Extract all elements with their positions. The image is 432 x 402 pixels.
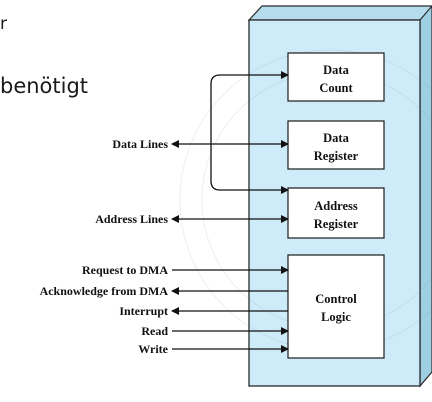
register-data-register: Data Register — [287, 120, 385, 170]
register-address-register: Address Register — [287, 187, 385, 239]
register-address-register-line2: Register — [314, 217, 359, 231]
register-data-register-line2: Register — [314, 149, 359, 163]
label-write: Write — [138, 342, 168, 356]
label-read: Read — [141, 324, 168, 338]
register-control-logic-line2: Logic — [321, 310, 351, 324]
module-top-face — [247, 5, 432, 21]
register-control-logic: Control Logic — [287, 254, 385, 359]
internal-bus-loop — [210, 71, 289, 194]
label-data-lines: Data Lines — [112, 137, 168, 151]
register-data-count-line1: Data — [323, 63, 349, 77]
register-address-register-line1: Address — [314, 199, 358, 213]
label-request-to-dma: Request to DMA — [82, 263, 168, 277]
register-data-count: Data Count — [287, 52, 385, 102]
label-address-lines: Address Lines — [95, 212, 168, 226]
label-interrupt: Interrupt — [119, 304, 168, 318]
register-data-register-line1: Data — [323, 131, 349, 145]
register-control-logic-line1: Control — [315, 292, 357, 306]
slide-text-line-1: r — [0, 14, 7, 34]
register-data-count-line2: Count — [319, 81, 353, 95]
module-right-face — [419, 5, 432, 388]
slide-text-line-2: benötigt — [0, 74, 89, 98]
label-acknowledge-from-dma: Acknowledge from DMA — [40, 284, 169, 298]
